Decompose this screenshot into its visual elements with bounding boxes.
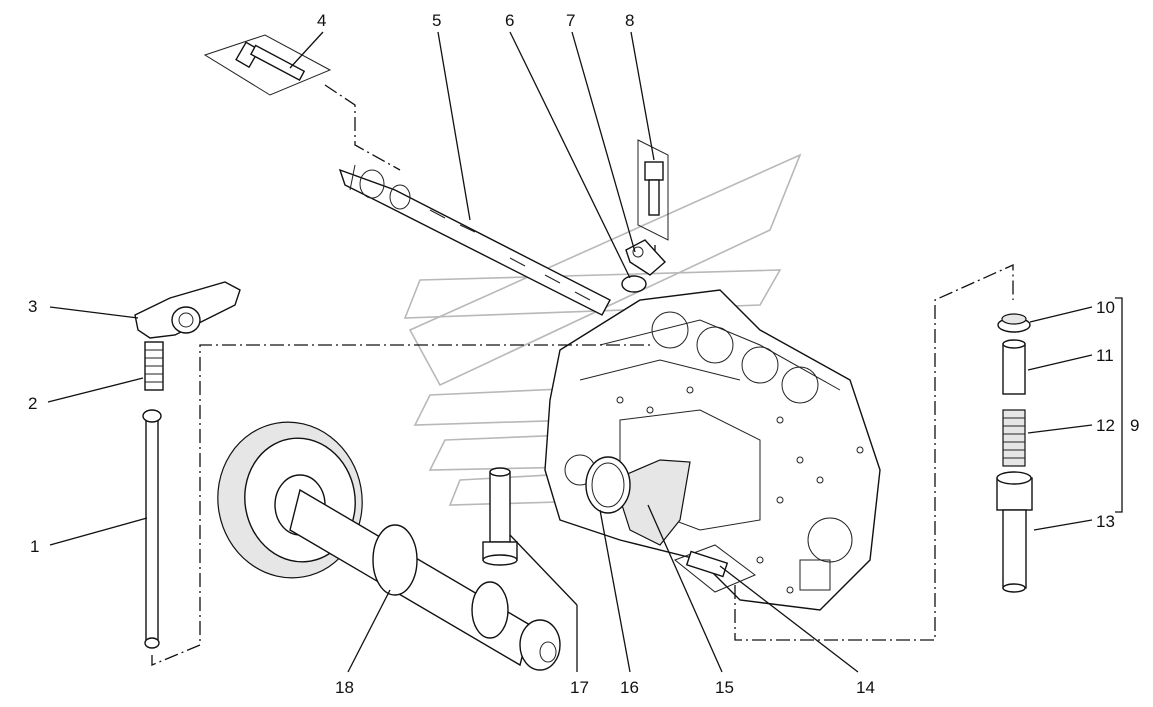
- callout-11: 11: [1096, 346, 1114, 365]
- tappet-spring: [1002, 409, 1026, 467]
- callout-5: 5: [432, 11, 441, 30]
- seal-ring-large: [585, 456, 631, 514]
- callout-14: 14: [856, 678, 875, 697]
- tappet-body: [996, 471, 1033, 593]
- callout-7: 7: [566, 11, 575, 30]
- callout-17: 17: [570, 678, 589, 697]
- push-rod: [142, 409, 162, 649]
- leader-lines: [47, 31, 1093, 673]
- callout-6: 6: [505, 11, 514, 30]
- camshaft-gear: [217, 421, 561, 671]
- block-bolt: [674, 544, 756, 593]
- rocker-arm: [134, 281, 241, 339]
- tappet-sleeve: [1002, 339, 1026, 395]
- callout-8: 8: [625, 11, 634, 30]
- callout-9: 9: [1130, 416, 1139, 435]
- guide-pin: [482, 467, 518, 566]
- rocker-spring: [144, 341, 164, 391]
- callout-16: 16: [620, 678, 639, 697]
- bolt-frame: [203, 34, 332, 96]
- rocker-shaft: [338, 164, 611, 316]
- tappet-cap: [997, 313, 1031, 333]
- callout-4: 4: [317, 11, 326, 30]
- cover-plate: [621, 459, 691, 546]
- callout-10: 10: [1096, 298, 1115, 317]
- callout-3: 3: [28, 297, 37, 316]
- callout-2: 2: [28, 394, 37, 413]
- callout-12: 12: [1096, 416, 1115, 435]
- shaft-bracket: [625, 239, 667, 276]
- callout-1: 1: [30, 537, 39, 556]
- group-9-bracket: [1115, 297, 1123, 513]
- engine-block: [544, 289, 881, 611]
- callout-labels: 1 2 3 4 5 6 7 8 9 10 11 12 13 14 15 16 1…: [28, 11, 1139, 697]
- bracket-bolt: [637, 139, 669, 241]
- o-ring-small: [621, 275, 647, 293]
- callout-18: 18: [335, 678, 354, 697]
- callout-15: 15: [715, 678, 734, 697]
- callout-13: 13: [1096, 512, 1115, 531]
